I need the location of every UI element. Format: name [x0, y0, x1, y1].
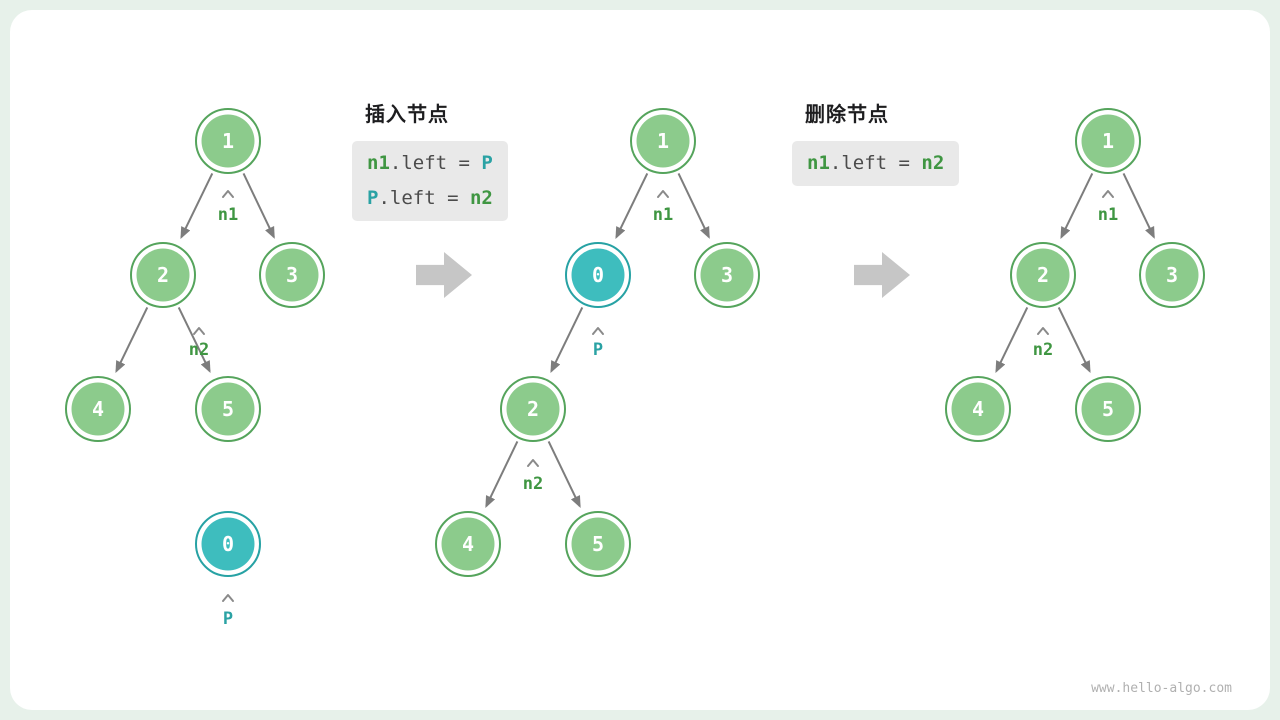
watermark: www.hello-algo.com — [1091, 681, 1232, 696]
code-line: n1.left = P — [367, 152, 493, 174]
code-snippet-insert: n1.left = P P.left = n2 — [352, 141, 508, 221]
section-title-insert: 插入节点 — [365, 102, 449, 126]
code-line: n1.left = n2 — [807, 152, 945, 174]
section-title-delete: 删除节点 — [805, 102, 889, 126]
diagram-card — [10, 10, 1270, 710]
code-snippet-delete: n1.left = n2 — [792, 141, 960, 186]
code-line: P.left = n2 — [367, 187, 493, 209]
